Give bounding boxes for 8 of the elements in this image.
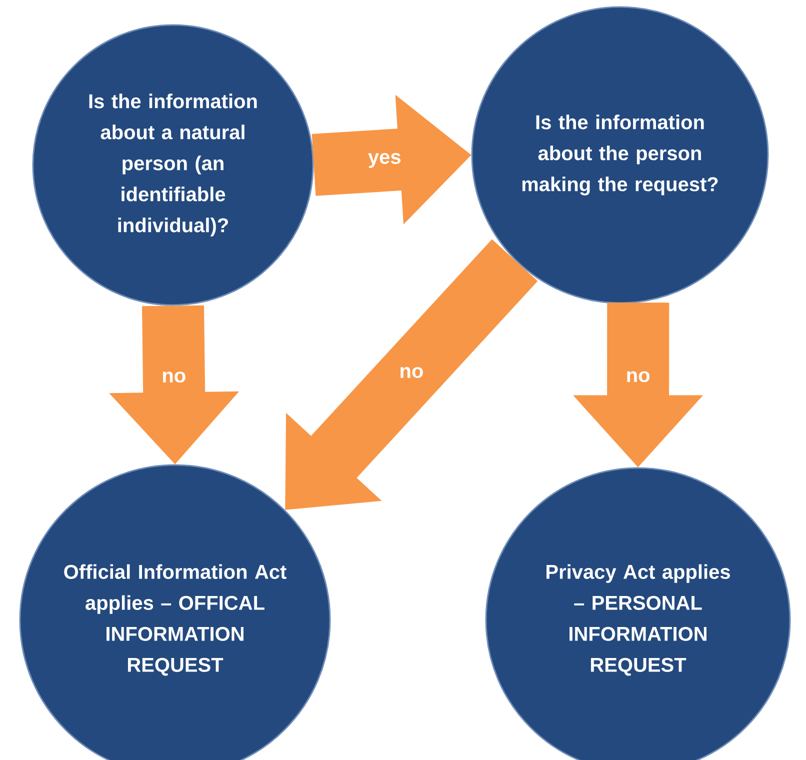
edge-label: no <box>627 371 650 382</box>
block-arrow <box>312 94 472 224</box>
block-arrow <box>285 239 538 510</box>
edge-label: no <box>400 367 423 378</box>
edge-label: yes <box>368 153 400 168</box>
edge-label: no <box>163 372 186 383</box>
block-arrow <box>109 305 240 464</box>
block-arrow <box>573 302 704 468</box>
